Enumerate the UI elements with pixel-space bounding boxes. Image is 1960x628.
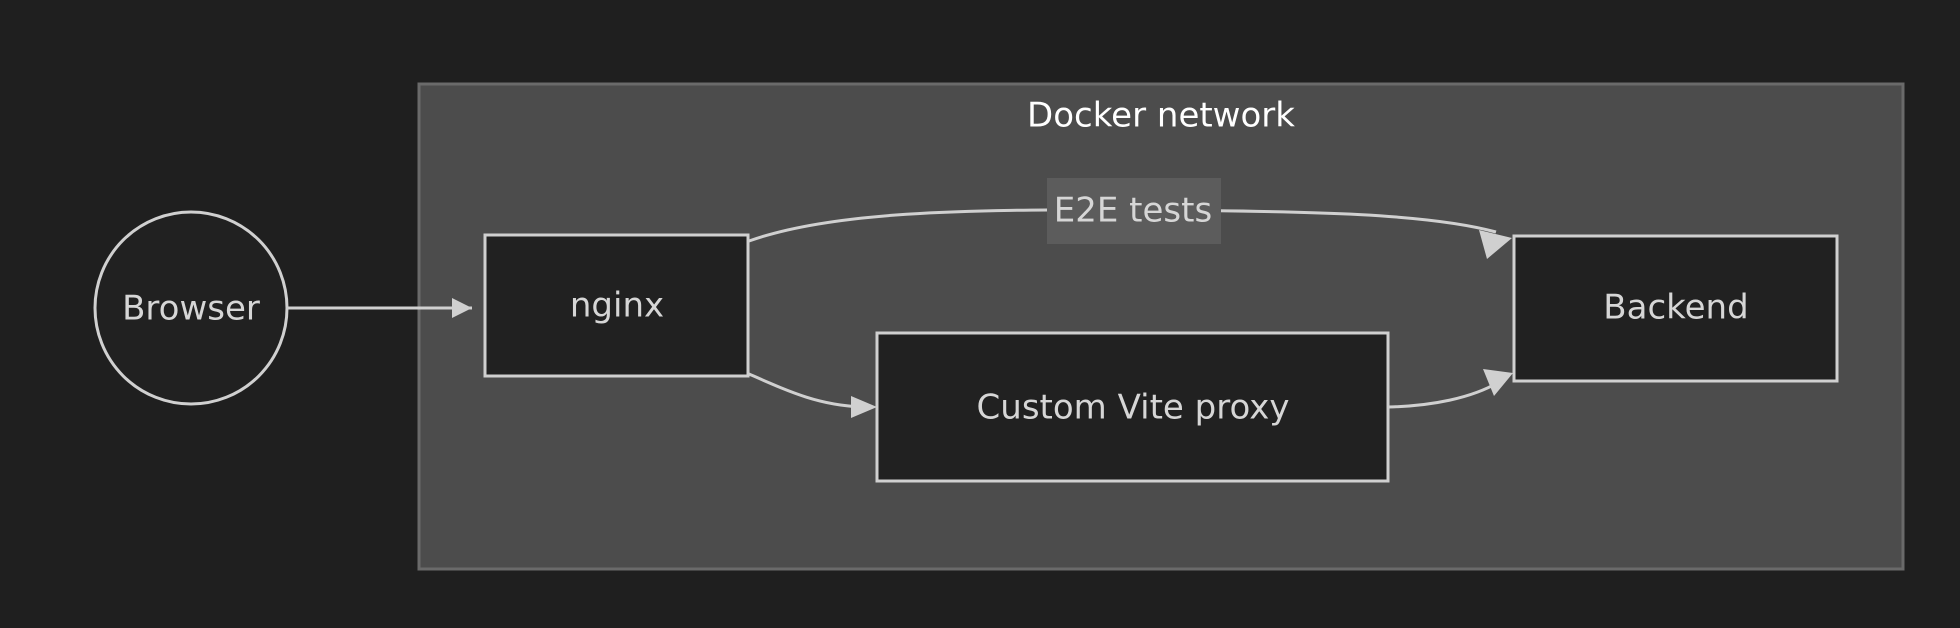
edge-label-background bbox=[1047, 178, 1221, 244]
node-backend[interactable]: Backend bbox=[1512, 234, 1839, 383]
edge-label-e2e-tests: E2E tests bbox=[1054, 191, 1212, 231]
node-vite-proxy-label: Custom Vite proxy bbox=[977, 388, 1290, 428]
edge-vite-proxy-to-backend-arrowhead-icon bbox=[1483, 369, 1513, 396]
edge-browser-to-nginx-arrowhead-icon bbox=[452, 298, 472, 318]
node-nginx[interactable]: nginx bbox=[483, 233, 750, 378]
edge-vite-proxy-to-backend-path bbox=[1387, 380, 1500, 409]
edge-vite-proxy-to-backend bbox=[1387, 369, 1513, 409]
group-docker-network-title: Docker network bbox=[1027, 96, 1295, 136]
node-vite-proxy[interactable]: Custom Vite proxy bbox=[875, 331, 1390, 483]
node-browser-label: Browser bbox=[122, 289, 260, 329]
edge-nginx-to-vite-proxy bbox=[748, 372, 877, 418]
node-nginx-label: nginx bbox=[570, 286, 664, 326]
node-vite-proxy-rect[interactable] bbox=[875, 331, 1390, 483]
edge-nginx-to-backend: E2E tests bbox=[748, 178, 1512, 259]
edge-nginx-to-vite-proxy-path bbox=[748, 372, 863, 409]
node-browser[interactable]: Browser bbox=[93, 210, 289, 406]
node-backend-label: Backend bbox=[1603, 288, 1748, 328]
node-browser-circle[interactable] bbox=[93, 210, 289, 406]
edge-nginx-to-vite-proxy-arrowhead-icon bbox=[851, 396, 877, 418]
node-nginx-rect[interactable] bbox=[483, 233, 750, 378]
node-backend-rect[interactable] bbox=[1512, 234, 1839, 383]
edge-nginx-to-backend-arrowhead-icon bbox=[1479, 230, 1512, 259]
edge-browser-to-nginx bbox=[287, 298, 472, 318]
